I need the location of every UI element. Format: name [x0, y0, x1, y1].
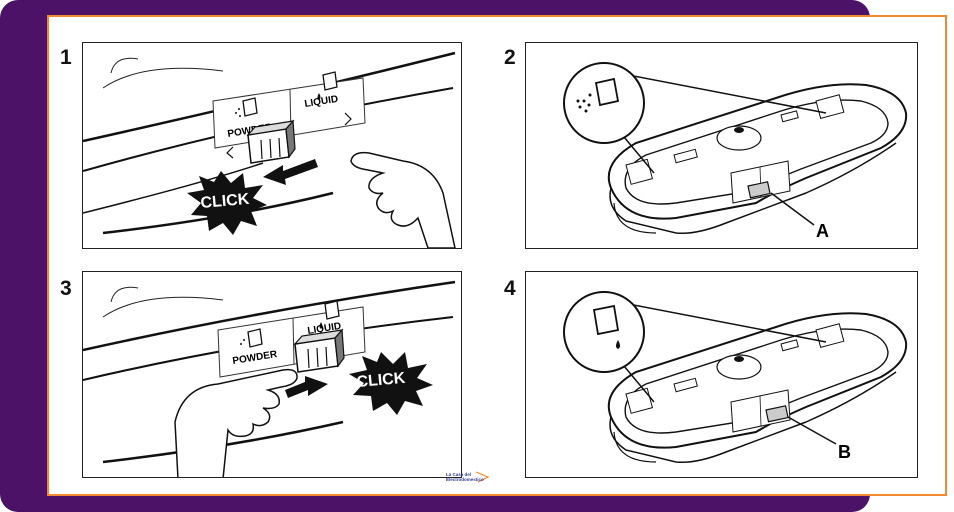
step-number-1: 1	[60, 46, 72, 69]
watermark-line-1: La Casa del	[446, 472, 472, 477]
powder-detergent-icon	[576, 77, 620, 113]
step-2-illustration: A	[563, 62, 908, 241]
click-label: CLICK	[356, 370, 407, 391]
step-3-panel: POWDER LIQUID CLICK	[82, 271, 462, 478]
click-label: CLICK	[200, 191, 251, 212]
step-3-illustration: POWDER LIQUID CLICK	[83, 280, 456, 477]
liquid-label: LIQUID	[304, 94, 339, 110]
selector-slider	[246, 119, 296, 164]
hand-icon	[350, 151, 456, 248]
click-burst-icon	[349, 352, 433, 415]
watermark-line-2: Electrodomestico	[446, 477, 484, 482]
arrow-icon	[285, 376, 328, 398]
step-number-2: 2	[504, 46, 516, 69]
callout-label-a: A	[816, 221, 829, 241]
step-1-illustration: POWDER LIQUID CLICK	[83, 51, 456, 248]
selector-slider	[293, 328, 345, 373]
watermark-logo: La Casa del Electrodomestico	[446, 470, 494, 488]
liquid-detergent-icon	[319, 300, 340, 329]
step-2-panel: A	[525, 42, 918, 249]
liquid-detergent-icon	[317, 71, 338, 100]
step-1-panel: POWDER LIQUID CLICK	[82, 42, 462, 249]
click-burst-icon	[187, 171, 267, 235]
powder-detergent-icon	[240, 328, 263, 348]
powder-detergent-icon	[235, 97, 258, 117]
liquid-detergent-icon	[592, 304, 620, 349]
callout-label-b: B	[838, 442, 851, 462]
hand-icon	[174, 368, 298, 477]
step-4-illustration: B	[563, 291, 908, 464]
step-number-3: 3	[60, 277, 72, 300]
step-4-panel: B	[525, 271, 918, 478]
step-number-4: 4	[504, 277, 516, 300]
arrow-icon	[263, 159, 318, 185]
